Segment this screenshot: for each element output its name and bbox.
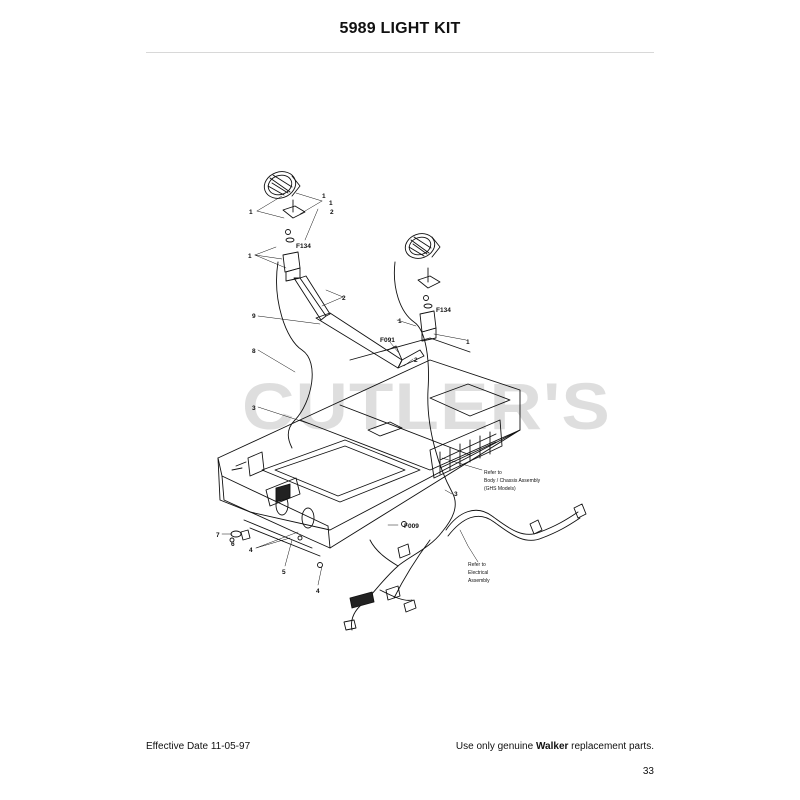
callout-1: 1 [249, 209, 253, 216]
callout-1: 1 [466, 339, 470, 346]
svg-text:(GHS Models): (GHS Models) [484, 486, 516, 492]
callout-1: 1 [329, 200, 333, 207]
light-bar-bracket [315, 312, 425, 369]
svg-text:Refer to: Refer to [484, 470, 502, 476]
harness-connectors [343, 503, 587, 631]
callout-7: 7 [216, 532, 220, 539]
watermark-logo: CUTLER'S [242, 369, 611, 443]
notice-prefix: Use only genuine [455, 741, 536, 752]
callout-5: 5 [282, 569, 286, 576]
part-code-f091: F091 [380, 337, 395, 344]
page-title: 5989 LIGHT KIT [339, 20, 461, 37]
callout-leaders [221, 192, 483, 586]
part-code-f009: F009 [404, 523, 419, 530]
callout-2: 2 [342, 295, 346, 302]
right-work-light [404, 233, 441, 309]
refer-electrical-note: Refer to Electrical Assembly [468, 562, 490, 584]
callout-4: 4 [249, 547, 253, 554]
callout-3: 3 [454, 491, 458, 498]
svg-text:Refer to: Refer to [468, 562, 486, 568]
svg-text:Body / Chassis Assembly: Body / Chassis Assembly [484, 478, 541, 484]
callout-3: 3 [252, 405, 256, 412]
brand-name: Walker [535, 741, 569, 752]
svg-text:Assembly: Assembly [468, 578, 490, 584]
replacement-parts-notice: Use only genuine Walker replacement part… [456, 741, 654, 752]
callout-2: 2 [330, 209, 334, 216]
left-support-arm [293, 275, 331, 321]
right-light-bracket [419, 310, 437, 342]
callout-1: 1 [322, 193, 326, 200]
callout-4: 4 [316, 588, 320, 595]
left-light-bracket [282, 251, 301, 282]
callout-1: 1 [398, 318, 402, 325]
callout-6: 6 [231, 541, 235, 548]
callout-8: 8 [252, 348, 256, 355]
effective-date: Effective Date 11-05-97 [146, 741, 251, 752]
mower-body-chassis [217, 337, 521, 557]
title-divider [146, 52, 654, 53]
callout-1: 1 [248, 253, 252, 260]
left-work-light [263, 171, 306, 243]
callout-9: 9 [252, 313, 256, 320]
callout-2: 2 [414, 357, 418, 364]
part-code-f134: F134 [296, 243, 311, 250]
wiring-harness [276, 261, 581, 631]
notice-suffix: replacement parts. [568, 741, 654, 752]
part-code-f134: F134 [436, 307, 451, 314]
page-number: 33 [642, 766, 654, 777]
light-switch-parts [229, 521, 407, 568]
refer-body-note: Refer to Body / Chassis Assembly (GHS Mo… [484, 470, 541, 492]
svg-text:Electrical: Electrical [468, 570, 488, 576]
